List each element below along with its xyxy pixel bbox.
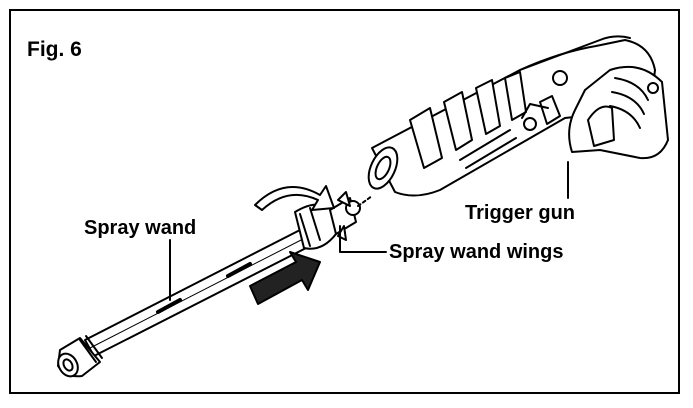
figure-title: Fig. 6 — [27, 38, 82, 61]
label-spray-wand-wings: Spray wand wings — [389, 241, 564, 263]
label-trigger-gun: Trigger gun — [465, 202, 575, 224]
leader-wings — [339, 225, 387, 253]
push-arrow — [249, 251, 321, 305]
alignment-line — [357, 195, 373, 207]
trigger-gun — [367, 35, 669, 197]
label-spray-wand: Spray wand — [84, 217, 197, 239]
spray-wand — [57, 191, 361, 378]
rotate-arrow — [254, 185, 335, 211]
